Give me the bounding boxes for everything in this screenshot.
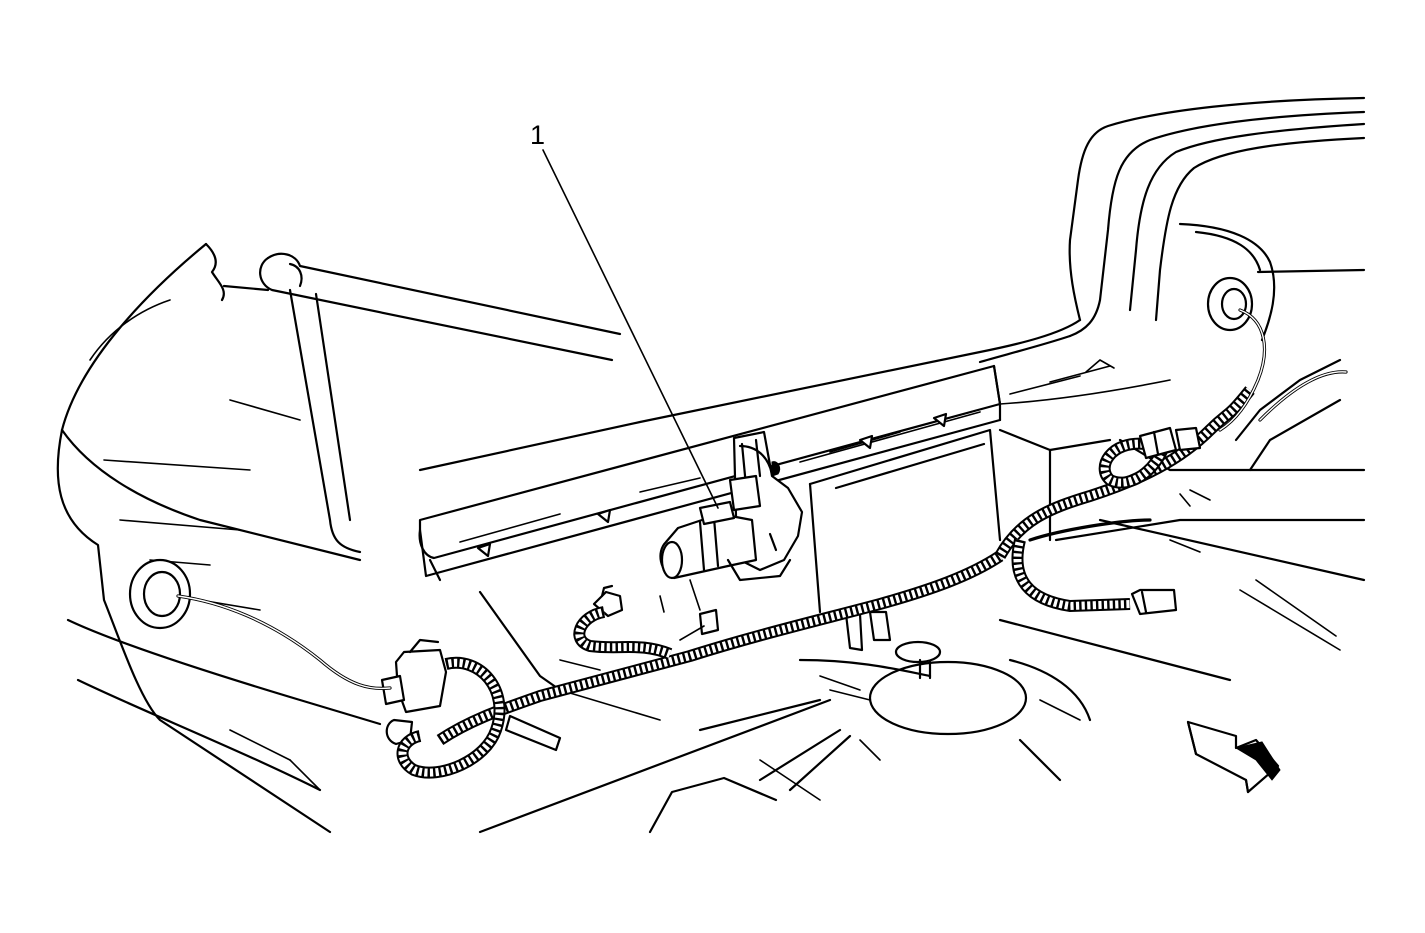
deck-lid-latch-solenoid	[659, 430, 804, 582]
floor-pan	[478, 659, 832, 834]
callout-1: 1	[530, 120, 719, 509]
trunk-opening-frame	[418, 96, 1366, 472]
front-direction-arrow-icon	[1186, 720, 1281, 794]
spare-tire-well	[698, 640, 1092, 792]
right-harness-grommet	[1206, 276, 1254, 332]
left-brace-bar	[222, 252, 622, 554]
left-quarter-panel	[56, 242, 382, 834]
left-lamp-connector	[380, 638, 448, 746]
lower-closeout-panel	[478, 428, 1366, 692]
callout-1-label: 1	[530, 120, 545, 150]
rear-panel-crossmember	[418, 359, 1171, 582]
right-lamp-connectors	[1130, 426, 1202, 616]
solenoid-pigtail-connectors	[592, 579, 720, 636]
rear-wire-harness	[176, 308, 1348, 779]
left-harness-grommet	[128, 558, 192, 630]
callout-1-leader-line	[542, 149, 719, 509]
